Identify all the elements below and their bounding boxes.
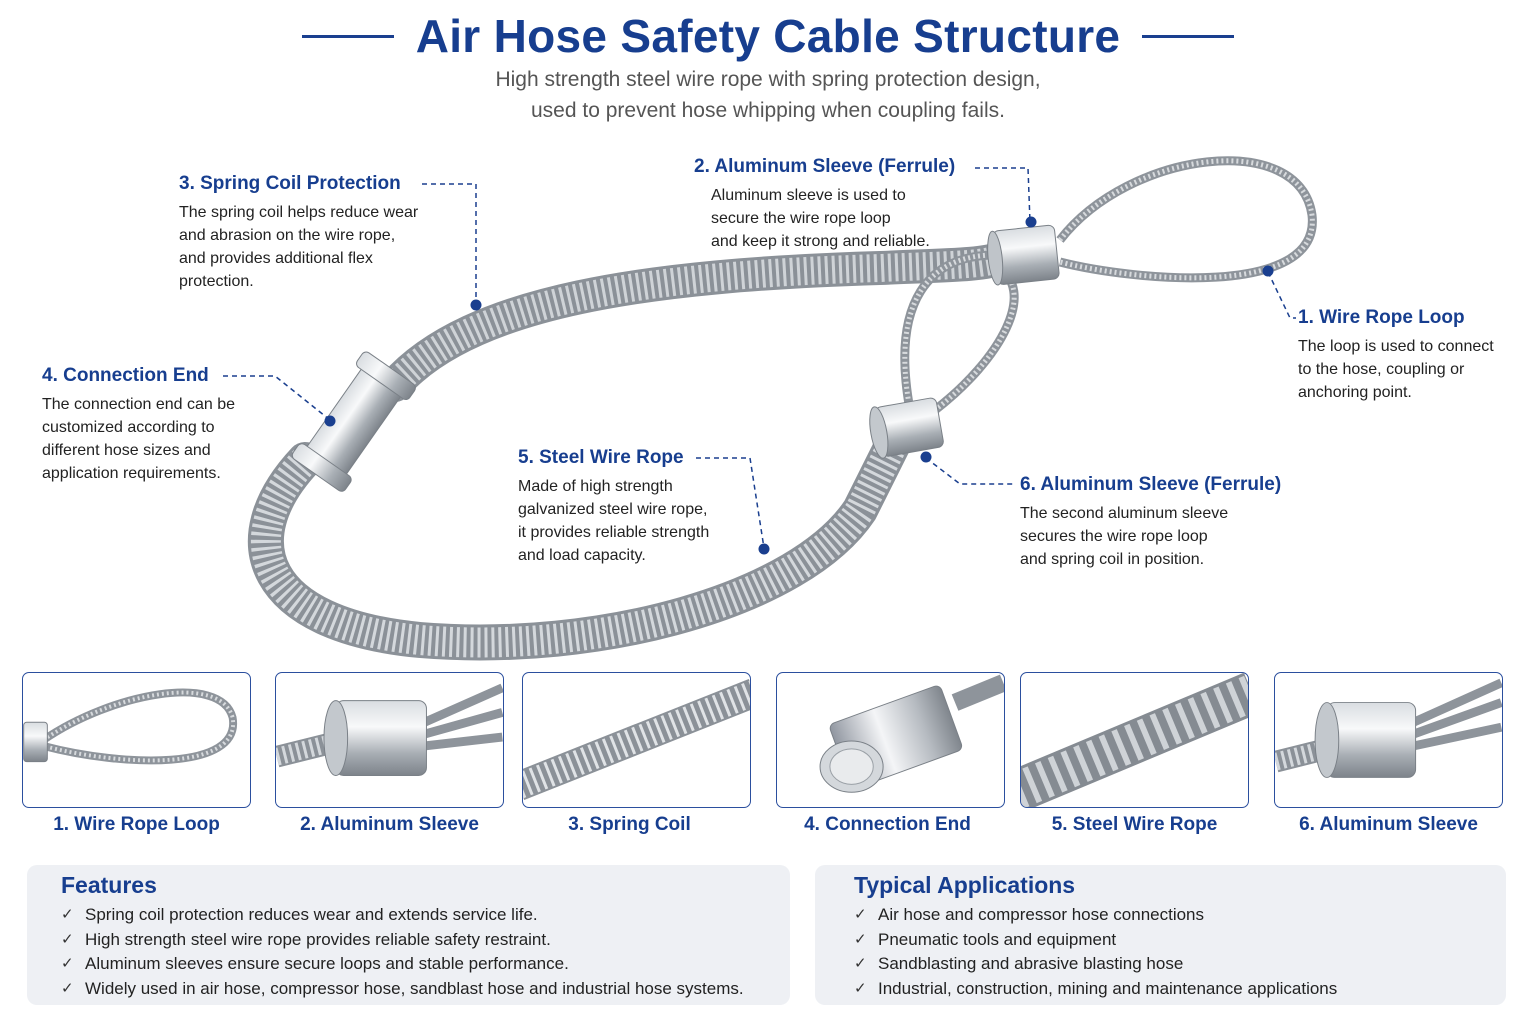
spring-coil-body xyxy=(378,241,1017,402)
list-item-text: High strength steel wire rope provides r… xyxy=(85,929,551,949)
callout-title: 4. Connection End xyxy=(42,365,209,386)
leader-dots xyxy=(324,216,1274,555)
check-icon: ✓ xyxy=(854,930,867,948)
list-item-text: Sandblasting and abrasive blasting hose xyxy=(878,954,1184,973)
check-icon: ✓ xyxy=(854,906,867,923)
thumb-label: 4. Connection End xyxy=(804,814,971,835)
callout-title: 2. Aluminum Sleeve (Ferrule) xyxy=(694,156,956,177)
list-item-text: Widely used in air hose, compressor hose… xyxy=(85,978,744,998)
list-item: ✓ Air hose and compressor hose connection… xyxy=(854,903,1506,928)
callout-desc: The connection end can be customized acc… xyxy=(42,396,236,482)
callout-steel-wire-rope: 5. Steel Wire Rope Made of high strength… xyxy=(518,447,709,567)
thumb-label: 2. Aluminum Sleeve xyxy=(300,814,479,835)
leader-dot-icon xyxy=(758,543,770,555)
page-title: Air Hose Safety Cable Structure xyxy=(415,10,1121,62)
callout-spring-coil: 3. Spring Coil Protection The spring coi… xyxy=(179,173,418,293)
aluminum-sleeve-top xyxy=(987,224,1060,286)
list-item: ✓ High strength steel wire rope provides … xyxy=(61,928,790,953)
features-title: Features xyxy=(61,872,157,898)
callout-desc: The loop is used to connect to the hose,… xyxy=(1298,338,1494,401)
list-item: ✓ Pneumatic tools and equipment xyxy=(854,928,1506,953)
features-panel: Features ✓ Spring coil protection reduces… xyxy=(27,865,790,1005)
list-item-text: Pneumatic tools and equipment xyxy=(878,929,1117,949)
thumb-aluminum-sleeve-second xyxy=(1274,672,1503,808)
applications-panel: Typical Applications ✓ Air hose and compr… xyxy=(815,865,1506,1005)
applications-title: Typical Applications xyxy=(854,872,1076,898)
check-icon: ✓ xyxy=(854,955,867,972)
leader-lines xyxy=(223,167,1296,549)
subtitle-line-1: High strength steel wire rope with sprin… xyxy=(495,68,1041,91)
list-item: ✓ Sandblasting and abrasive blasting hose xyxy=(854,952,1506,977)
callout-aluminum-sleeve-second: 6. Aluminum Sleeve (Ferrule) The second … xyxy=(1020,474,1281,571)
callout-title: 6. Aluminum Sleeve (Ferrule) xyxy=(1020,474,1282,495)
callout-connection-end: 4. Connection End The connection end can… xyxy=(42,365,235,485)
callout-wire-rope-loop: 1. Wire Rope Loop The loop is used to co… xyxy=(1298,307,1494,404)
title-row: Air Hose Safety Cable Structure xyxy=(0,8,1536,64)
list-item: ✓ Spring coil protection reduces wear and… xyxy=(61,903,790,928)
subtitle-line-2: used to prevent hose whipping when coupl… xyxy=(531,99,1005,122)
safety-cable-diagram xyxy=(223,156,1317,661)
thumb-aluminum-sleeve xyxy=(275,672,504,808)
wire-rope-loop-top xyxy=(1056,156,1317,283)
callout-title: 3. Spring Coil Protection xyxy=(179,173,401,194)
thumb-steel-wire-rope xyxy=(1020,672,1249,808)
list-item: ✓ Aluminum sleeves ensure secure loops an… xyxy=(61,952,790,977)
applications-list: ✓ Air hose and compressor hose connection… xyxy=(854,903,1506,1001)
connection-end xyxy=(291,351,416,492)
thumb-label: 3. Spring Coil xyxy=(568,814,691,835)
leader-dot-icon xyxy=(1025,216,1037,228)
thumb-spring-coil xyxy=(522,672,751,808)
leader-dot-icon xyxy=(324,415,336,427)
leader-dot-icon xyxy=(470,299,482,311)
callout-desc: Made of high strength galvanized steel w… xyxy=(518,478,710,564)
list-item: ✓ Widely used in air hose, compressor hos… xyxy=(61,977,790,1002)
callout-desc: The spring coil helps reduce wear and ab… xyxy=(179,204,419,290)
list-item-text: Aluminum sleeves ensure secure loops and… xyxy=(85,954,569,973)
aluminum-sleeve-second xyxy=(869,397,944,459)
title-rule-right xyxy=(1142,34,1235,38)
check-icon: ✓ xyxy=(61,930,74,948)
check-icon: ✓ xyxy=(61,906,74,923)
thumb-label: 1. Wire Rope Loop xyxy=(53,814,220,835)
thumb-wire-rope-loop xyxy=(22,672,251,808)
list-item-text: Industrial, construction, mining and mai… xyxy=(878,978,1338,998)
list-item-text: Spring coil protection reduces wear and … xyxy=(85,905,538,924)
features-list: ✓ Spring coil protection reduces wear and… xyxy=(61,903,790,1001)
thumb-connection-end xyxy=(776,672,1005,808)
check-icon: ✓ xyxy=(61,979,74,997)
thumb-label: 5. Steel Wire Rope xyxy=(1051,814,1218,835)
callout-title: 5. Steel Wire Rope xyxy=(518,447,684,468)
check-icon: ✓ xyxy=(854,979,867,997)
check-icon: ✓ xyxy=(61,955,74,972)
leader-dot-icon xyxy=(1262,265,1274,277)
callout-desc: Aluminum sleeve is used to secure the wi… xyxy=(711,187,930,250)
callout-aluminum-sleeve-top: 2. Aluminum Sleeve (Ferrule) Aluminum sl… xyxy=(694,156,955,253)
list-item: ✓ Industrial, construction, mining and ma… xyxy=(854,977,1506,1002)
callout-desc: The second aluminum sleeve secures the w… xyxy=(1020,505,1229,568)
page-subtitle: High strength steel wire rope with sprin… xyxy=(0,64,1536,126)
thumb-label: 6. Aluminum Sleeve xyxy=(1299,814,1478,835)
leader-dot-icon xyxy=(920,451,932,463)
title-rule-left xyxy=(301,34,394,38)
callout-title: 1. Wire Rope Loop xyxy=(1298,307,1465,328)
list-item-text: Air hose and compressor hose connections xyxy=(878,905,1205,924)
